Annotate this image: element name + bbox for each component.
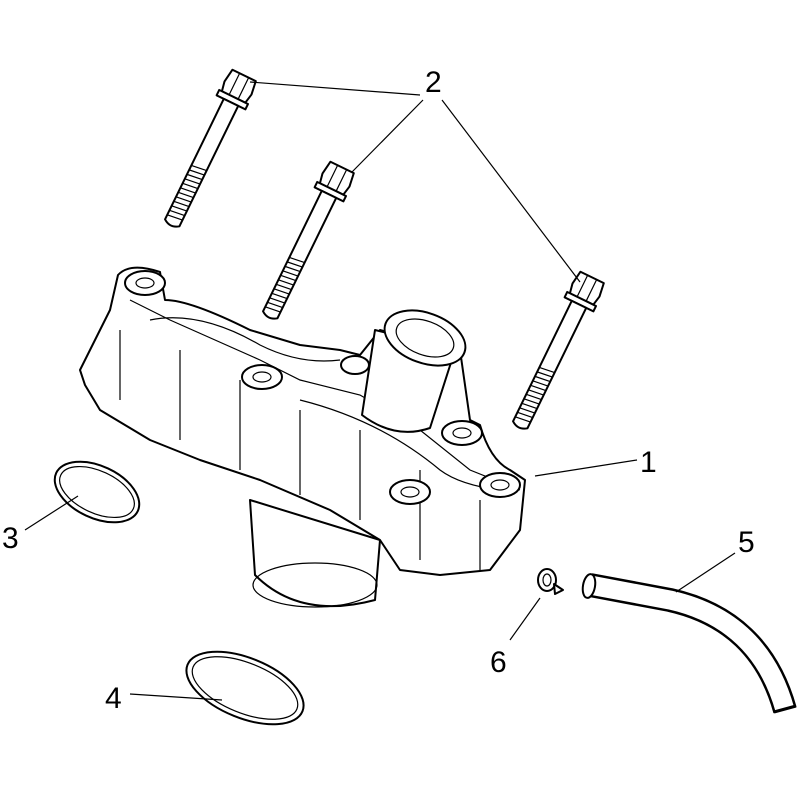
bolt-1	[155, 67, 260, 234]
hose-clamp	[537, 568, 564, 595]
callout-6: 6	[490, 646, 507, 679]
callout-3: 3	[2, 522, 19, 555]
callout-1: 1	[640, 446, 657, 479]
bolt-3	[503, 269, 608, 436]
o-ring-large	[185, 650, 305, 726]
callout-5: 5	[738, 526, 755, 559]
pump-housing	[79, 266, 526, 608]
callout-2: 2	[425, 66, 442, 99]
bolt-2	[253, 159, 358, 326]
hose	[581, 573, 797, 714]
leader-lines	[24, 81, 736, 701]
callout-4: 4	[105, 682, 122, 715]
o-ring-small	[53, 460, 141, 524]
